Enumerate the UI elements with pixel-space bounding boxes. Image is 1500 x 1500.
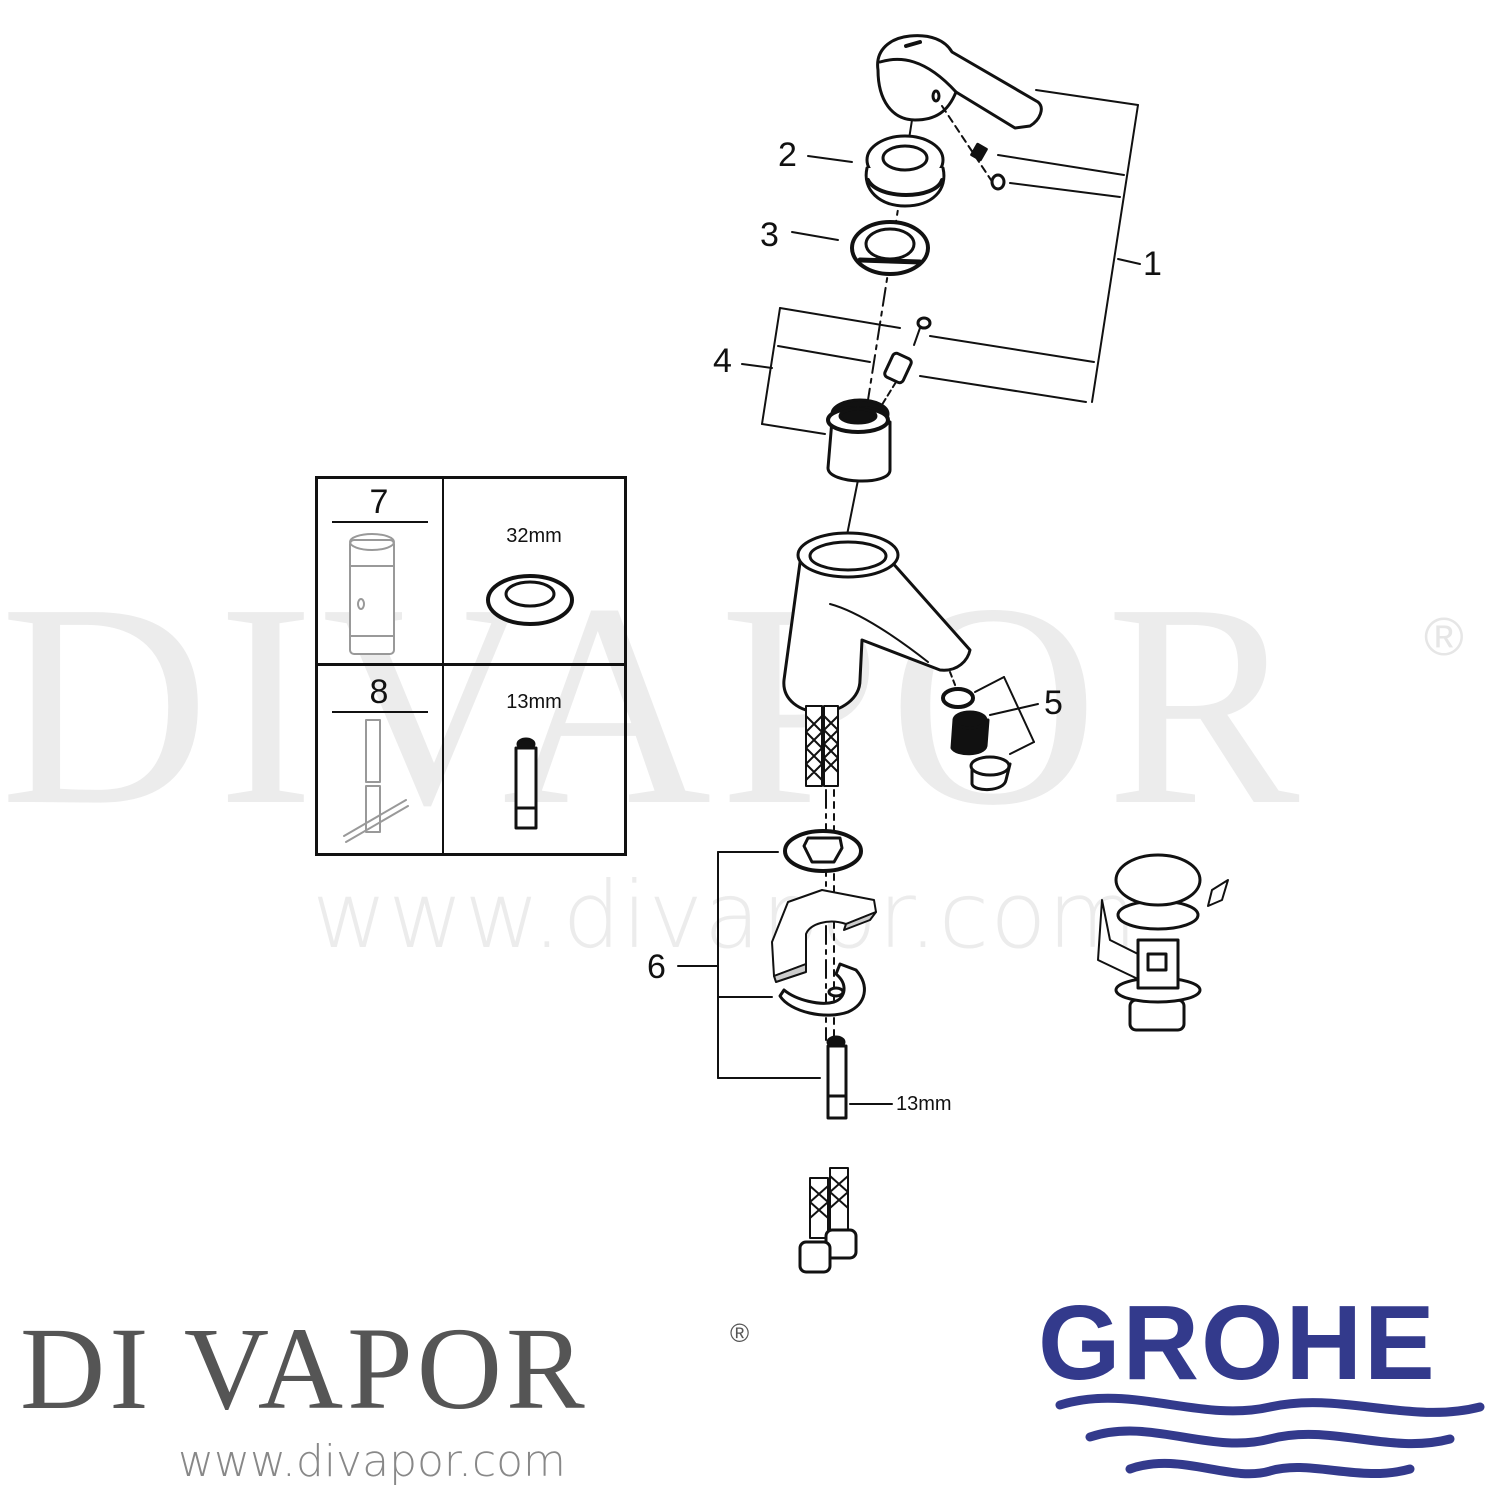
grohe-logo-text: GROHE bbox=[1038, 1284, 1437, 1402]
popup-waste-icon bbox=[1097, 853, 1229, 1032]
callout-5: 5 bbox=[1044, 684, 1063, 722]
tool-7-rule bbox=[332, 521, 428, 523]
dimension-label-13mm: 13mm bbox=[896, 1093, 952, 1115]
socket-wrench-tool-icon bbox=[349, 533, 395, 655]
exploded-diagram bbox=[343, 34, 1229, 1274]
tool-8-size: 13mm bbox=[506, 691, 562, 713]
callout-3-leader bbox=[791, 231, 839, 241]
cartridge-icon bbox=[826, 398, 892, 483]
tool-number-8: 8 bbox=[369, 673, 389, 711]
divapor-url[interactable]: www.divapor.com bbox=[178, 1436, 566, 1487]
threaded-stud-icon bbox=[826, 1035, 848, 1120]
grub-screw-icon bbox=[941, 105, 1006, 191]
watermark-url: www.divapor.com bbox=[312, 862, 1139, 969]
lever-handle-icon bbox=[876, 34, 1043, 130]
callout-2-leader bbox=[807, 155, 853, 163]
tool-number-7: 7 bbox=[369, 483, 389, 521]
tools-table: 7 32mm 8 13mm bbox=[315, 476, 627, 856]
callout-4: 4 bbox=[713, 342, 732, 380]
callout-3: 3 bbox=[760, 216, 779, 254]
fixing-washer-icon bbox=[783, 829, 863, 873]
retaining-nut-32mm-icon bbox=[486, 574, 574, 626]
callout-1-bracket bbox=[997, 89, 1141, 403]
divapor-logo: DI VAPOR bbox=[20, 1303, 589, 1434]
horseshoe-plate-icon bbox=[778, 962, 866, 1017]
divapor-registered-mark: ® bbox=[730, 1318, 750, 1348]
stud-13mm-icon bbox=[514, 737, 538, 830]
supply-hoses-icon bbox=[805, 705, 839, 787]
table-divider-horizontal bbox=[318, 663, 624, 666]
watermark-registered-mark: ® bbox=[1424, 607, 1464, 667]
fixing-gasket-icon bbox=[771, 889, 877, 983]
aerator-set-icon bbox=[941, 671, 1012, 791]
callout-2: 2 bbox=[778, 136, 797, 174]
callout-6-bracket bbox=[677, 851, 821, 1079]
retaining-nut-icon bbox=[850, 220, 930, 276]
dome-cover-icon bbox=[864, 134, 946, 208]
table-divider-vertical bbox=[442, 479, 444, 853]
callout-6: 6 bbox=[647, 948, 666, 986]
watermark-brand: DIVAPOR bbox=[0, 544, 1308, 865]
mixer-body-icon bbox=[782, 531, 972, 714]
grohe-waves-icon bbox=[1055, 1393, 1485, 1479]
tool-7-size: 32mm bbox=[506, 525, 562, 547]
t-bar-spanner-tool-icon bbox=[343, 719, 409, 843]
cartridge-screw-icon bbox=[879, 316, 932, 409]
hose-ends-icon bbox=[798, 1167, 858, 1274]
callout-4-bracket bbox=[741, 307, 1095, 435]
callout-5-bracket bbox=[974, 676, 1039, 755]
tool-8-rule bbox=[332, 711, 428, 713]
callout-1: 1 bbox=[1143, 245, 1162, 283]
